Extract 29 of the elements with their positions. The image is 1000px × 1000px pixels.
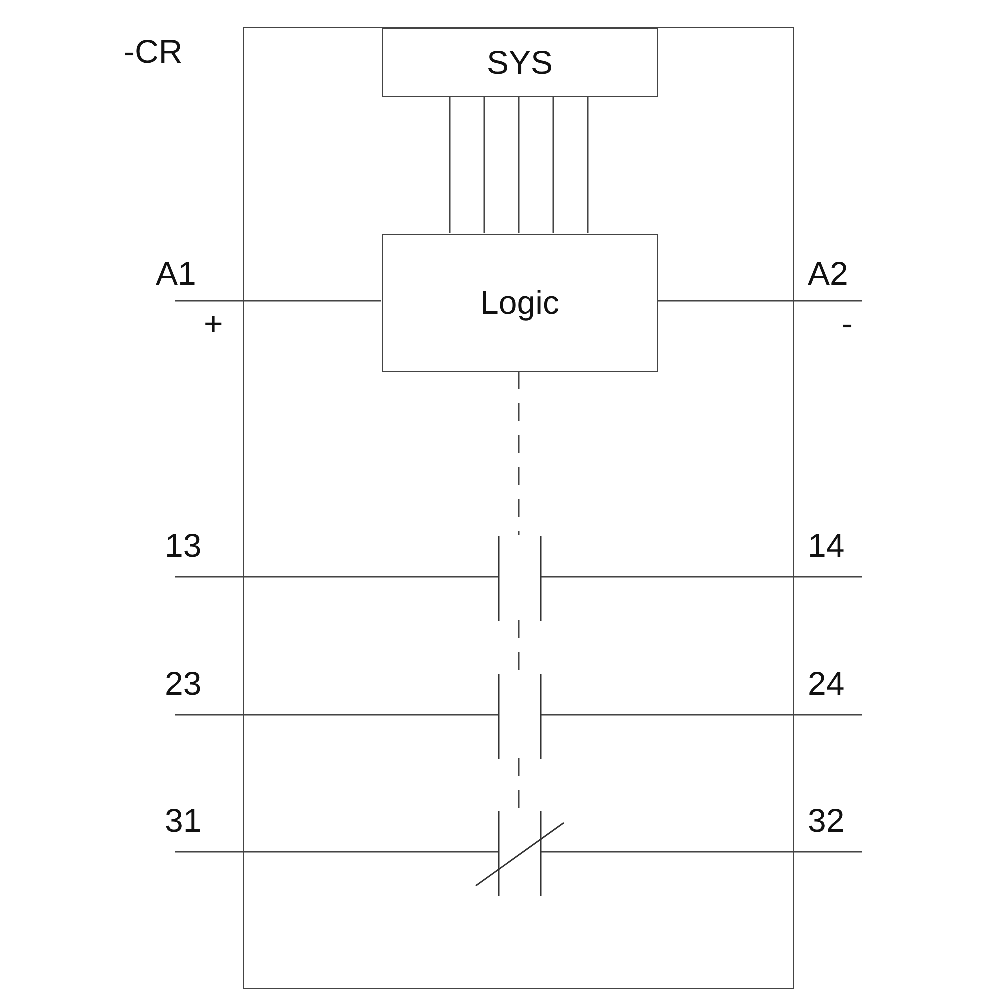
- terminal-label: 32: [808, 803, 845, 839]
- wire: [587, 96, 589, 233]
- terminal-label: 31: [165, 803, 202, 839]
- module-box: Logic: [382, 234, 658, 372]
- terminal-label: 23: [165, 666, 202, 702]
- wire: [540, 714, 862, 716]
- mechanical-link: [518, 620, 520, 673]
- wire: [175, 851, 498, 853]
- wire: [518, 96, 520, 233]
- terminal-label: A2: [808, 256, 848, 292]
- wire: [657, 300, 862, 302]
- wire: [552, 96, 554, 233]
- terminal-label: 24: [808, 666, 845, 702]
- terminal-label: A1: [156, 256, 196, 292]
- wire: [540, 576, 862, 578]
- wire: [175, 714, 498, 716]
- wire: [175, 576, 498, 578]
- wire: [484, 96, 486, 233]
- terminal-label: 13: [165, 528, 202, 564]
- polarity-sign: +: [204, 306, 224, 342]
- mechanical-link: [518, 371, 520, 535]
- terminal-label: 14: [808, 528, 845, 564]
- wire: [449, 96, 451, 233]
- polarity-sign: -: [842, 306, 853, 342]
- module-box: SYS: [382, 28, 658, 97]
- mechanical-link: [518, 758, 520, 810]
- wire: [175, 300, 381, 302]
- device-designation: -CR: [124, 34, 183, 70]
- wire: [540, 851, 862, 853]
